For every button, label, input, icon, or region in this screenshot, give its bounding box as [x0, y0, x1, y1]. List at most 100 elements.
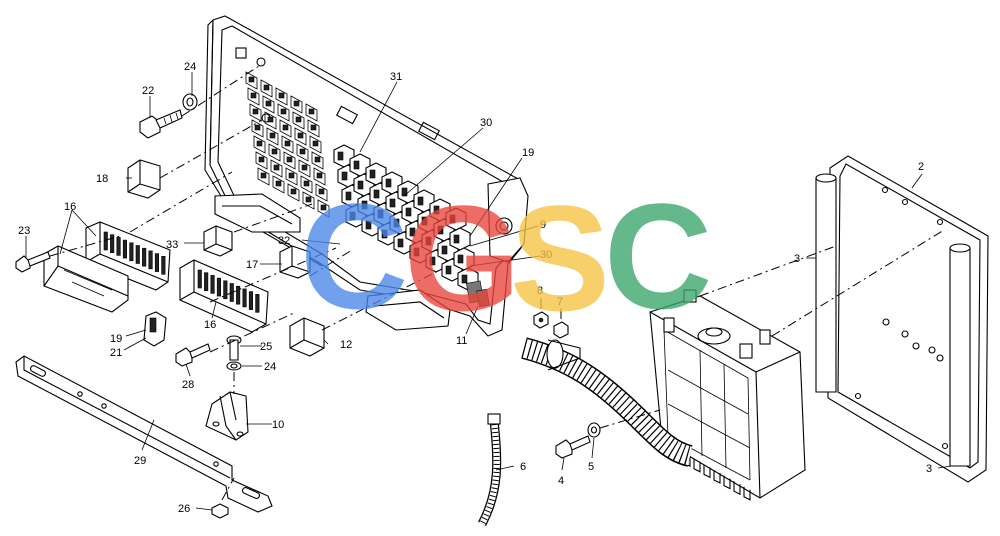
fuse-slot — [279, 119, 292, 138]
nut-7 — [553, 321, 569, 339]
relay-socket-pin — [389, 198, 396, 208]
bolt-22 — [139, 109, 183, 139]
nut-8 — [533, 311, 549, 329]
callout-31: 31 — [390, 71, 402, 83]
callout-19a: 19 — [110, 333, 122, 345]
fuse-slot-contact — [254, 124, 261, 131]
relay-socket-pin — [461, 274, 468, 284]
callout-7: 7 — [557, 296, 563, 308]
fuse-slot — [275, 87, 288, 106]
callout-28: 28 — [182, 379, 194, 391]
fuse-slot-contact — [318, 188, 325, 195]
relay-block — [333, 144, 479, 291]
relay-socket-pin — [457, 254, 464, 264]
fuse-slot-contact — [303, 180, 310, 187]
fuse-slot-contact — [301, 164, 308, 171]
fuse-slot-contact — [269, 132, 276, 139]
watermark: C G S C — [300, 172, 712, 342]
connector-pin — [122, 239, 127, 259]
fuse-slot — [283, 151, 296, 170]
connector-pin — [255, 293, 260, 313]
fuse-slot — [268, 143, 281, 162]
cable-tie — [477, 413, 502, 527]
connector-pin — [154, 253, 159, 272]
relay-socket-pin — [357, 180, 364, 190]
fuse-slot — [309, 135, 322, 154]
connector-pin — [116, 237, 121, 256]
connector-pin — [223, 280, 228, 300]
relay-socket-pin — [397, 238, 404, 248]
fuse-slot-contact — [258, 156, 265, 163]
relay-socket-pin — [369, 169, 376, 179]
fuse-slot — [287, 183, 300, 202]
fuse-slot-contact — [312, 140, 319, 147]
connector-pin — [161, 255, 166, 275]
washer-5 — [587, 422, 601, 438]
fuse-slot — [315, 183, 328, 202]
callout-29: 29 — [134, 455, 146, 467]
callout-4: 4 — [558, 475, 564, 487]
fuse-slot-contact — [267, 116, 274, 123]
fuse-slot — [298, 159, 311, 178]
relay-socket-pin — [449, 214, 456, 224]
fuse-slot-contact — [282, 124, 289, 131]
fuse-slot-contact — [250, 92, 257, 99]
callout-33: 33 — [166, 239, 178, 251]
wire-harness — [521, 337, 694, 467]
strap-29 — [15, 355, 273, 513]
callout-labels: 2 3 3 4 5 6 7 8 9 10 11 12 16 16 17 18 1… — [18, 61, 932, 515]
fuse-slot-contact — [308, 108, 315, 115]
fuse-slot — [292, 111, 305, 130]
fuse-slot — [290, 95, 303, 114]
callout-6: 6 — [520, 461, 526, 473]
callout-22: 22 — [142, 85, 154, 97]
relay-12 — [289, 317, 325, 357]
fuse-slot — [281, 135, 294, 154]
fuse-slot — [311, 151, 324, 170]
callout-24a: 24 — [184, 61, 196, 73]
fuse-slot-contact — [316, 172, 323, 179]
fuse-slot — [302, 191, 315, 210]
callout-5: 5 — [588, 461, 594, 473]
fuse-slot-contact — [278, 92, 285, 99]
assembly-lines — [49, 63, 945, 501]
fuse-slot — [260, 79, 273, 98]
callout-3a: 3 — [794, 253, 800, 265]
fuse-slot-contact — [293, 100, 300, 107]
connector-pin — [242, 288, 247, 308]
fuse-slot — [300, 175, 313, 194]
relay-socket-pin — [353, 160, 360, 170]
fuse-slot-contact — [260, 172, 267, 179]
fuse-slot — [245, 71, 258, 90]
fuse-slot-contact — [275, 180, 282, 187]
watermark-letter-2: G — [404, 174, 521, 342]
fuse-slot — [317, 199, 330, 218]
relay-socket-pin — [349, 211, 356, 221]
fuse-slot — [313, 167, 326, 186]
relay-socket — [445, 207, 467, 231]
relay-socket-pin — [429, 256, 436, 266]
relay-socket-pin — [409, 227, 416, 237]
relay-socket-pin — [437, 225, 444, 235]
connector-cover — [43, 245, 129, 313]
fuse-slot-contact — [263, 84, 270, 91]
connector-pin — [236, 285, 241, 305]
relay-socket-pin — [405, 207, 412, 217]
callout-23: 23 — [18, 225, 30, 237]
fuse-slot-contact — [297, 132, 304, 139]
screw-23 — [15, 251, 51, 273]
fuse-slot-contact — [248, 76, 255, 83]
fuse-slot-contact — [310, 124, 317, 131]
fuse-slot — [285, 167, 298, 186]
bolt-25 — [226, 335, 242, 361]
fuse-slot-contact — [280, 108, 287, 115]
fuse-slot — [264, 111, 277, 130]
relay-socket-pin — [441, 245, 448, 255]
fuse-holder-19-21 — [143, 311, 167, 347]
relay-socket-pin — [413, 247, 420, 257]
relay-socket-pin — [417, 196, 424, 206]
fuse-slot — [255, 151, 268, 170]
callout-30a: 30 — [480, 117, 492, 129]
